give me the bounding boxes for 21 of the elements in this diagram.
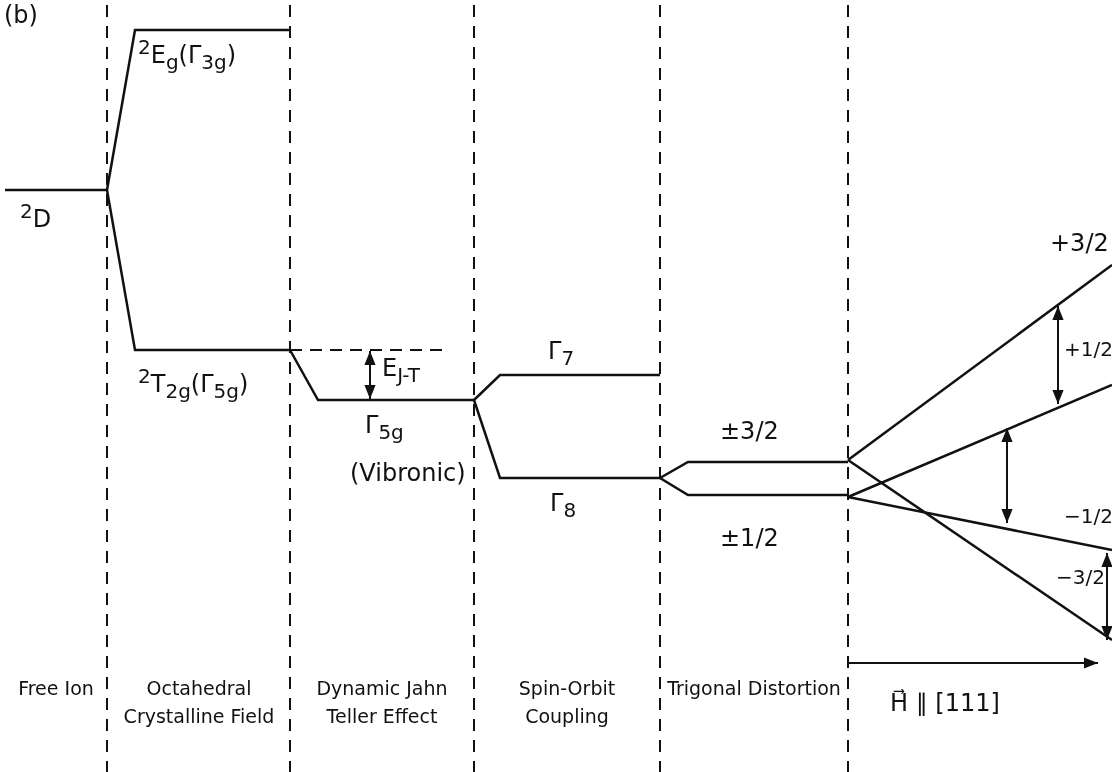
level-label: +3/2 bbox=[1050, 230, 1109, 257]
level-label: ±3/2 bbox=[720, 418, 779, 445]
axis-label: H⃗ ∥ [111] bbox=[890, 690, 1000, 717]
level-label: +1/2 bbox=[1064, 338, 1112, 360]
level-label: Γ$_{7}$ bbox=[548, 338, 575, 369]
level-label: Γ$_{8}$ bbox=[550, 490, 577, 521]
level-label: $^{2}$T$_{2g}$(Γ$_{5g}$) bbox=[138, 365, 249, 402]
stage-label: Free Ion bbox=[17, 676, 95, 701]
gap-label: E$_{J-T}$ bbox=[382, 355, 420, 386]
level-label: $^{2}$D bbox=[20, 200, 52, 233]
level-label: $^{2}$E$_{g}$(Γ$_{3g}$) bbox=[138, 36, 237, 73]
level-label: −1/2 bbox=[1064, 505, 1112, 527]
panel-label: (b) bbox=[4, 2, 38, 29]
level-label: Γ$_{5g}$ bbox=[365, 412, 404, 443]
stage-label: Spin-Orbit Coupling bbox=[517, 676, 617, 729]
stage-label: Dynamic Jahn Teller Effect bbox=[315, 676, 449, 729]
level-label: (Vibronic) bbox=[350, 460, 466, 487]
level-label: −3/2 bbox=[1056, 566, 1105, 588]
level-label: ±1/2 bbox=[720, 525, 779, 552]
stage-label: Octahedral Crystalline Field bbox=[122, 676, 276, 729]
stage-label: Trigonal Distortion bbox=[666, 676, 842, 701]
